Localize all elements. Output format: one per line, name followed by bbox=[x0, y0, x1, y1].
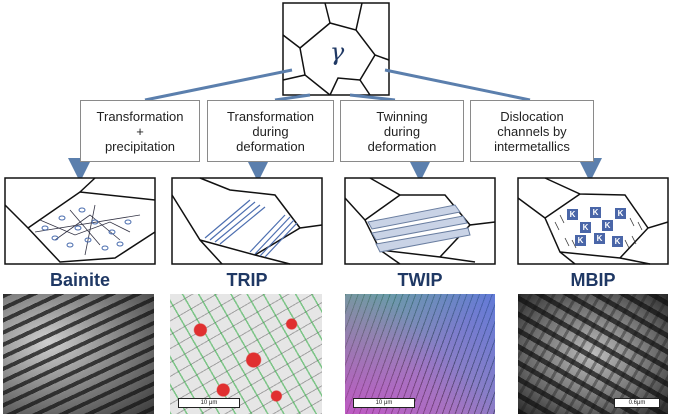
mbip-sketch bbox=[517, 177, 669, 265]
bainite-micrograph bbox=[3, 294, 154, 414]
trip-micrograph: 10 μm bbox=[170, 294, 322, 414]
label-mbip-mechanism: Dislocation channels by intermetallics bbox=[470, 100, 594, 162]
trip-sketch bbox=[171, 177, 323, 265]
bainite-sketch bbox=[4, 177, 156, 265]
arrow-to-trip-label bbox=[274, 93, 311, 102]
mbip-micrograph: 0.6μm bbox=[518, 294, 668, 414]
gamma-symbol: γ bbox=[329, 38, 345, 66]
arrow-to-bainite-label bbox=[144, 68, 293, 102]
kappa-precipitate: K bbox=[615, 208, 626, 219]
arrow-to-mbip-label bbox=[384, 68, 531, 102]
title-bainite: Bainite bbox=[49, 270, 110, 290]
twip-scale-bar: 10 μm bbox=[353, 398, 415, 408]
kappa-precipitate: K bbox=[612, 236, 623, 247]
kappa-precipitate: K bbox=[580, 222, 591, 233]
label-twip-mechanism: Twinning during deformation bbox=[340, 100, 464, 162]
kappa-precipitate: K bbox=[567, 209, 578, 220]
branch-arrows bbox=[68, 68, 602, 182]
mbip-scale-bar: 0.6μm bbox=[614, 398, 660, 408]
title-twip: TWIP bbox=[397, 270, 443, 290]
twip-sketch bbox=[344, 177, 496, 265]
kappa-precipitate: K bbox=[602, 220, 613, 231]
label-trip-mechanism: Transformation during deformation bbox=[207, 100, 334, 162]
trip-scale-bar: 10 μm bbox=[178, 398, 240, 408]
title-mbip: MBIP bbox=[570, 270, 616, 290]
kappa-precipitate: K bbox=[575, 235, 586, 246]
austenite-grain-box bbox=[282, 2, 390, 96]
label-bainite-mechanism: Transformation + precipitation bbox=[80, 100, 200, 162]
twip-micrograph: 10 μm bbox=[345, 294, 495, 414]
title-trip: TRIP bbox=[226, 270, 268, 290]
kappa-precipitate: K bbox=[590, 207, 601, 218]
arrow-to-twip-label bbox=[349, 93, 396, 102]
kappa-precipitate: K bbox=[594, 233, 605, 244]
